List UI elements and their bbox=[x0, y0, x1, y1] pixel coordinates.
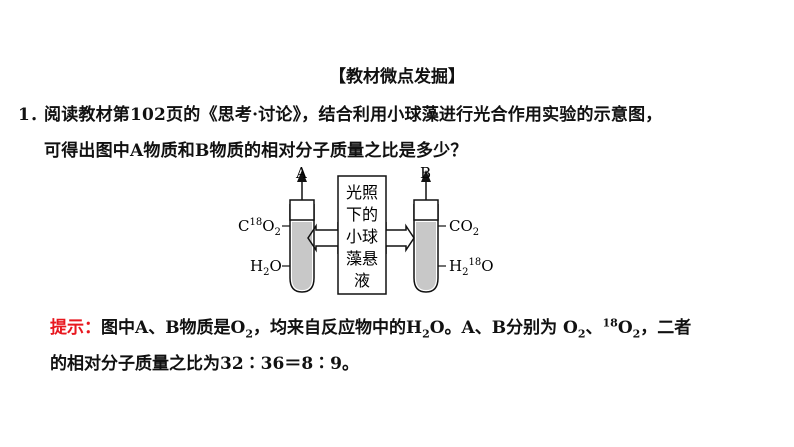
hint-line-1: 提示：图中A、B物质是O2，均来自反应物中的H2O。A、B分别为 O2、18O2… bbox=[50, 316, 692, 341]
left-bottom-formula: H2O bbox=[250, 257, 282, 278]
svg-text:小球: 小球 bbox=[346, 227, 378, 246]
algae-suspension-box bbox=[337, 175, 387, 295]
svg-text:光照: 光照 bbox=[346, 183, 378, 202]
right-top-formula: CO2 bbox=[449, 217, 479, 238]
right-light-arrow bbox=[385, 222, 415, 254]
svg-text:藻悬: 藻悬 bbox=[346, 249, 378, 268]
left-light-arrow bbox=[307, 222, 339, 254]
right-bottom-formula: H218O bbox=[449, 257, 494, 278]
svg-text:液: 液 bbox=[354, 271, 370, 290]
right-test-tube bbox=[413, 170, 439, 293]
center-box-text: 光照 下的 小球 藻悬 液 bbox=[346, 183, 378, 290]
label-b: B bbox=[420, 164, 431, 182]
hint-line-2: 的相对分子质量之比为32∶36＝8∶9。 bbox=[50, 354, 359, 374]
svg-text:下的: 下的 bbox=[346, 205, 378, 224]
question-line-1: 1．阅读教材第102页的《思考·讨论》，结合利用小球藻进行光合作用实验的示意图， bbox=[18, 100, 663, 125]
section-heading: 【教材微点发掘】 bbox=[329, 67, 465, 87]
question-line-2: 可得出图中A物质和B物质的相对分子质量之比是多少？ bbox=[44, 141, 468, 161]
label-a: A bbox=[295, 164, 307, 182]
left-top-formula: C18O2 bbox=[238, 217, 281, 238]
question-number: 1． bbox=[18, 105, 48, 125]
left-test-tube bbox=[289, 170, 315, 293]
hint-label: 提示： bbox=[50, 318, 101, 338]
question-text-1: 阅读教材第102页的《思考·讨论》，结合利用小球藻进行光合作用实验的示意图， bbox=[44, 105, 663, 125]
